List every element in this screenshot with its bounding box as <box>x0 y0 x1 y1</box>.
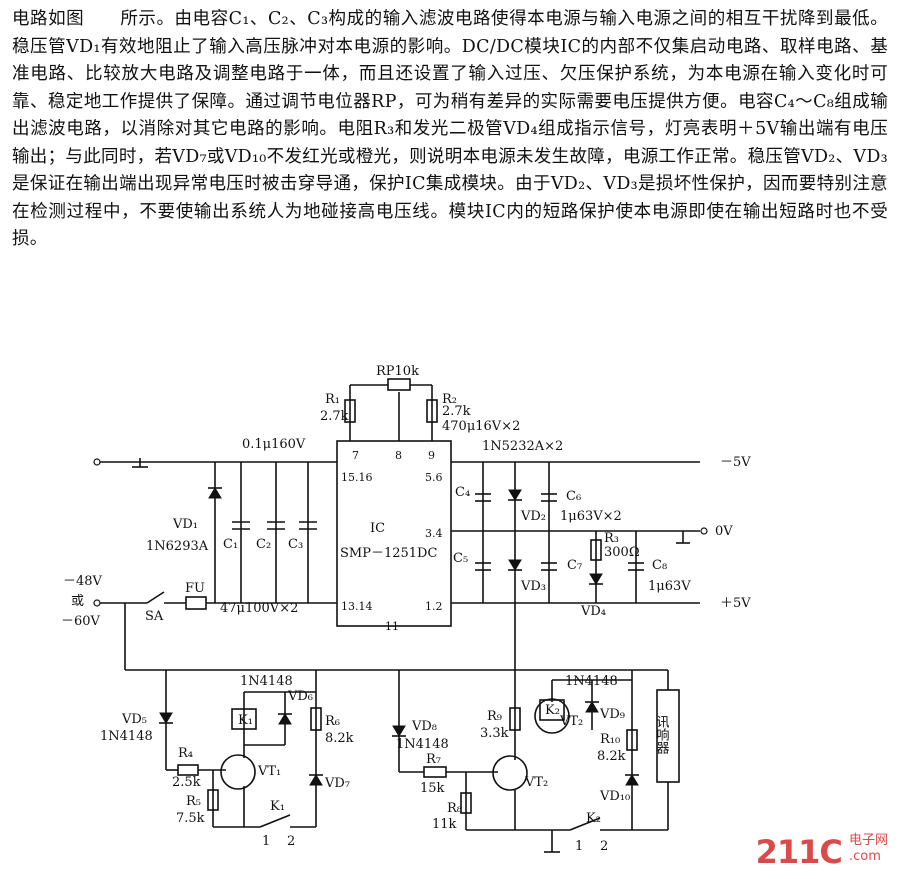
watermark-text: 电子网 .com <box>849 833 888 865</box>
label-r5: R₅ <box>186 794 201 809</box>
label-p11: 11 <box>385 620 399 633</box>
label-n2: 2 <box>287 834 295 849</box>
label-vd2: VD₂ <box>520 509 546 524</box>
watermark: 211C 电子网 .com <box>756 833 888 871</box>
label-vd4: VD₄ <box>580 604 606 619</box>
label-c5: C₅ <box>453 551 468 566</box>
rp-feedback <box>344 378 438 441</box>
label-c1: C₁ <box>223 537 238 552</box>
label-c8v: 1μ63V <box>648 579 691 594</box>
label-r6: R₆ <box>325 714 340 729</box>
label-p1516: 15.16 <box>341 471 373 484</box>
label-ict: SMP－1251DC <box>340 546 437 561</box>
label-c6: C₆ <box>566 489 581 504</box>
label-vd9t: 1N4148 <box>565 674 618 689</box>
label-r7: R₇ <box>426 752 441 767</box>
label-k1: K₁ <box>238 713 253 728</box>
label-k1sw: K₁ <box>270 799 285 814</box>
label-c2c3v: 47μ100V×2 <box>220 601 298 616</box>
label-out-p5: ＋5V <box>720 596 751 611</box>
label-out-m5: －5V <box>720 455 751 470</box>
label-p56: 5.6 <box>425 471 443 484</box>
label-n4: 2 <box>600 839 608 854</box>
label-sa: SA <box>145 609 164 624</box>
label-vt2a: VT₂ <box>559 714 583 729</box>
label-c4c6v: 470μ16V×2 <box>442 419 520 434</box>
label-r8: R₈ <box>447 801 462 816</box>
input-rails <box>93 458 668 671</box>
label-r8v: 11k <box>432 817 457 832</box>
paragraph-text: 电路如图 所示。由电容C₁、C₂、C₃构成的输入滤波电路使得本电源与输入电源之间… <box>12 9 888 249</box>
label-rp: RP10k <box>376 364 419 379</box>
input-capacitors <box>232 462 317 603</box>
label-r9: R₉ <box>487 709 502 724</box>
label-r5v: 7.5k <box>176 811 205 826</box>
label-k2sw: K₂ <box>586 811 601 826</box>
label-zener-out: 1N5232A×2 <box>482 439 563 454</box>
label-ic: IC <box>370 521 385 536</box>
label-vd8: VD₈ <box>411 719 437 734</box>
label-r1: R₁ <box>325 392 340 407</box>
watermark-number: 211C <box>755 833 843 871</box>
label-p34: 3.4 <box>425 527 443 540</box>
label-vd5t: 1N4148 <box>100 729 153 744</box>
label-vd7: VD₇ <box>324 776 350 791</box>
label-p12: 1.2 <box>425 600 443 613</box>
label-r2: R₂ <box>442 392 457 407</box>
label-r10: R₁₀ <box>600 732 620 747</box>
label-vd9: VD₉ <box>599 707 625 722</box>
label-vd10: VD₁₀ <box>599 789 630 804</box>
label-in3: －60V <box>61 614 101 629</box>
label-c7: C₇ <box>567 558 582 573</box>
label-fu: FU <box>185 581 205 596</box>
label-c2: C₂ <box>256 537 271 552</box>
label-c8: C₈ <box>652 558 667 573</box>
label-c6v: 1μ63V×2 <box>560 509 622 524</box>
label-r1v: 2.7k <box>320 409 349 424</box>
label-vd6: VD₆ <box>287 689 313 704</box>
label-vd6t: 1N4148 <box>240 674 293 689</box>
label-vd8t: 1N4148 <box>396 737 449 752</box>
label-buzzer: 讯响器 <box>654 715 670 755</box>
label-r3: R₃ <box>604 531 619 546</box>
label-r10v: 8.2k <box>597 749 626 764</box>
label-p9: 9 <box>428 449 435 462</box>
label-k2: K₂ <box>545 703 560 718</box>
protection-circuit-2 <box>392 603 680 853</box>
label-vd1t: 1N6293A <box>146 539 209 554</box>
ic-module <box>336 440 452 627</box>
watermark-cn: 电子网 <box>848 833 888 848</box>
label-c1v: 0.1μ160V <box>242 437 306 452</box>
label-r7v: 15k <box>420 781 445 796</box>
label-vd3: VD₃ <box>520 579 546 594</box>
label-in1: －48V <box>63 574 103 589</box>
protection-circuit-1 <box>159 670 323 828</box>
label-c3: C₃ <box>288 537 303 552</box>
label-r4v: 2.5k <box>172 775 201 790</box>
label-n1: 1 <box>262 834 270 849</box>
description-paragraph: 电路如图 所示。由电容C₁、C₂、C₃构成的输入滤波电路使得本电源与输入电源之间… <box>12 6 888 254</box>
watermark-url: .com <box>848 849 881 864</box>
label-vd1: VD₁ <box>172 517 198 532</box>
label-p1314: 13.14 <box>341 600 373 613</box>
label-r6v: 8.2k <box>325 731 354 746</box>
label-vt2b: VT₂ <box>524 775 548 790</box>
label-vt1: VT₁ <box>257 764 281 779</box>
output-rails <box>451 461 708 604</box>
label-in2: 或 <box>71 594 84 609</box>
label-vd5: VD₅ <box>121 712 147 727</box>
component-labels: RP10k R₁ 2.7k R₂ 2.7k 470μ16V×2 0.1μ160V… <box>61 364 751 854</box>
vd1-zener <box>208 462 222 603</box>
label-p7: 7 <box>352 449 359 462</box>
label-n3: 1 <box>575 839 583 854</box>
label-out-0: 0V <box>715 524 733 539</box>
label-r2v: 2.7k <box>442 404 471 419</box>
label-p8: 8 <box>395 449 402 462</box>
label-r4: R₄ <box>178 746 193 761</box>
label-c4: C₄ <box>455 485 470 500</box>
label-r3v: 300Ω <box>604 545 640 560</box>
label-r9v: 3.3k <box>480 726 509 741</box>
